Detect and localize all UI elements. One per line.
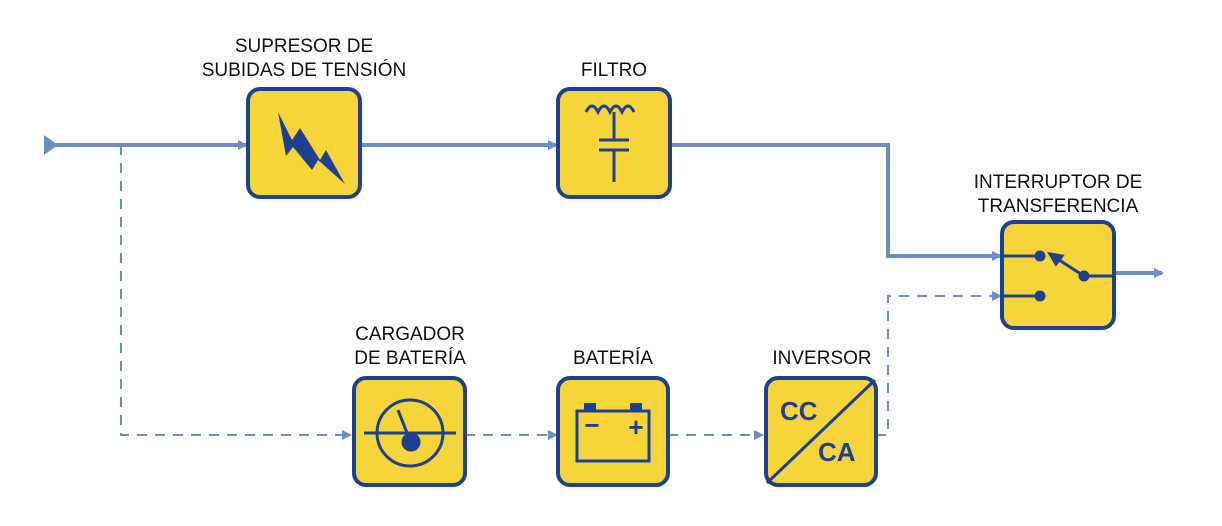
dc-ac-icon: CC CA [765,378,877,485]
gauge-icon [364,398,456,468]
filter-block: FILTRO [556,60,672,199]
connectors [44,135,1164,278]
transfer-switch-block: INTERRUPTOR DE TRANSFERENCIA [974,172,1143,330]
transfer-label-line2: TRANSFERENCIA [978,196,1139,217]
dc-text: CC [780,396,818,426]
switch-icon [1004,250,1112,302]
battery-plus-symbol: + [628,412,643,442]
battery-label: BATERÍA [573,348,653,369]
transfer-label-line1: INTERRUPTOR DE [974,172,1143,193]
charger-label-line1: CARGADOR [355,324,465,345]
dashed-connectors [120,145,1002,440]
filter-label: FILTRO [581,60,647,81]
surge-suppressor-block: SUPRESOR DE SUBIDAS DE TENSIÓN [202,36,406,199]
lightning-bolt-icon [278,112,345,184]
inverter-block: INVERSOR CC CA [764,348,878,487]
battery-charger-block: CARGADOR DE BATERÍA [352,324,467,487]
surge-label-line2: SUBIDAS DE TENSIÓN [202,59,406,81]
charger-label-line2: DE BATERÍA [354,348,466,369]
inductor-capacitor-icon [584,104,636,182]
battery-block: BATERÍA − + [556,348,670,487]
battery-minus-symbol: − [584,410,599,440]
line-inverter-to-transfer [876,291,1002,436]
line-filter-to-transfer [670,143,1002,261]
line-input-to-charger [120,145,352,440]
inverter-label: INVERSOR [772,348,871,369]
surge-label-line1: SUPRESOR DE [235,36,373,57]
battery-icon: − + [575,403,651,463]
ac-text: CA [818,437,856,467]
